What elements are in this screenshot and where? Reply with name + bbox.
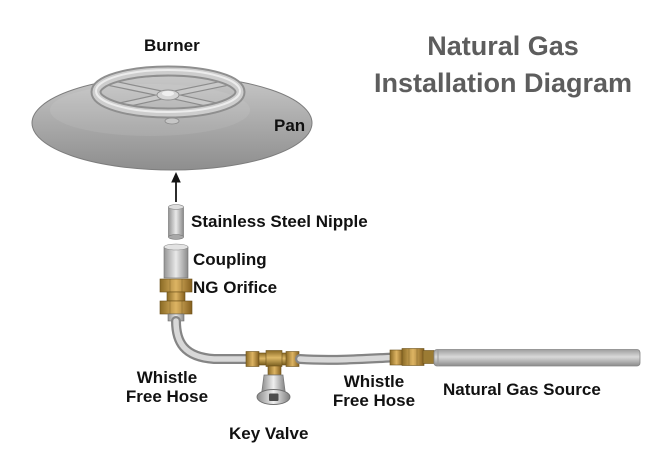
diagram-title-line2: Installation Diagram bbox=[373, 68, 633, 98]
coupling-label: Coupling bbox=[193, 250, 267, 269]
whistle-free-hose-left-line1: Whistle bbox=[136, 368, 198, 387]
hose-left-graphic bbox=[171, 316, 255, 364]
burner-label: Burner bbox=[144, 36, 200, 55]
arrow-up-icon bbox=[171, 172, 181, 202]
gas-inlet-fitting-graphic bbox=[389, 348, 435, 366]
ng-orifice-graphic bbox=[159, 278, 193, 322]
whistle-free-hose-right-line2: Free Hose bbox=[332, 391, 416, 410]
burner-graphic bbox=[90, 65, 246, 119]
key-valve-graphic bbox=[245, 350, 300, 405]
diagram-title: Natural Gas Installation Diagram bbox=[350, 28, 656, 102]
nipple-graphic bbox=[168, 204, 184, 240]
coupling-graphic bbox=[163, 243, 189, 279]
ng-orifice-label: NG Orifice bbox=[193, 278, 278, 297]
key-valve-label: Key Valve bbox=[229, 424, 309, 443]
whistle-free-hose-right-label: Whistle Free Hose bbox=[318, 372, 430, 410]
whistle-free-hose-left-line2: Free Hose bbox=[125, 387, 209, 406]
hose-right-graphic bbox=[295, 352, 397, 365]
gas-pipe-graphic bbox=[433, 349, 641, 367]
whistle-free-hose-right-line1: Whistle bbox=[343, 372, 405, 391]
whistle-free-hose-left-label: Whistle Free Hose bbox=[110, 368, 224, 406]
nipple-label: Stainless Steel Nipple bbox=[191, 212, 368, 231]
diagram-title-line1: Natural Gas bbox=[427, 31, 579, 61]
natural-gas-source-label: Natural Gas Source bbox=[443, 380, 601, 399]
pan-label: Pan bbox=[274, 116, 306, 135]
